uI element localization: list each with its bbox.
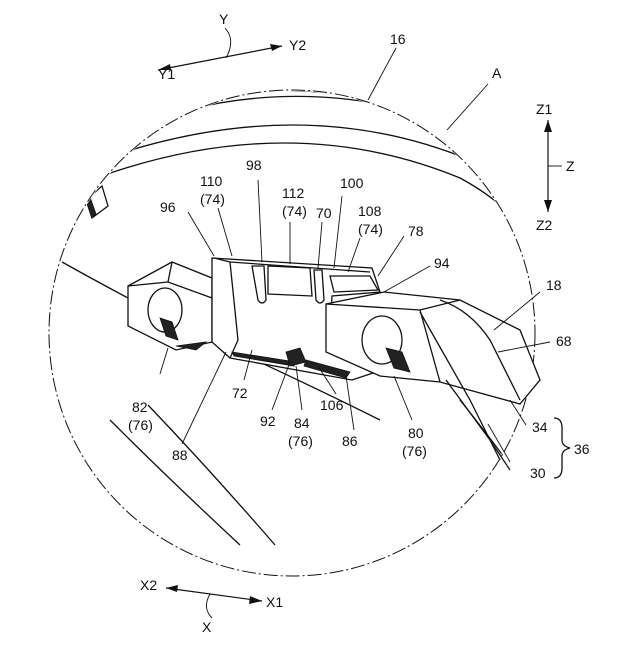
label-92: 92 bbox=[260, 413, 276, 429]
label-68: 68 bbox=[556, 333, 572, 349]
label-110: 110 bbox=[200, 173, 223, 189]
leader-a bbox=[447, 84, 488, 130]
y-axis-indicator: Y Y2 Y1 bbox=[158, 11, 306, 82]
label-86: 86 bbox=[342, 433, 358, 449]
label-72: 72 bbox=[232, 385, 248, 401]
label-94: 94 bbox=[434, 255, 450, 271]
label-96: 96 bbox=[160, 199, 176, 215]
bracket-36 bbox=[554, 418, 570, 478]
label-84: 84 bbox=[294, 415, 310, 431]
y-axis-label: Y bbox=[219, 11, 229, 27]
y1-label: Y1 bbox=[158, 66, 175, 82]
x1-label: X1 bbox=[266, 594, 283, 610]
leader-lines bbox=[160, 48, 550, 462]
label-18: 18 bbox=[546, 277, 562, 293]
reference-numerals: 16 18 68 34 36 30 98 110 (74) 112 (74) 7… bbox=[128, 31, 590, 481]
label-108-ref: (74) bbox=[358, 221, 383, 237]
label-108: 108 bbox=[358, 203, 382, 219]
label-16: 16 bbox=[390, 31, 406, 47]
label-84-ref: (76) bbox=[288, 433, 313, 449]
label-30: 30 bbox=[530, 465, 546, 481]
x-axis-indicator: X2 X1 X bbox=[140, 577, 283, 635]
x-axis-label: X bbox=[202, 619, 212, 635]
label-78: 78 bbox=[408, 223, 424, 239]
label-112-ref: (74) bbox=[282, 203, 307, 219]
z-axis-label: Z bbox=[566, 158, 575, 174]
label-106: 106 bbox=[320, 397, 344, 413]
x2-label: X2 bbox=[140, 577, 157, 593]
z1-label: Z1 bbox=[536, 101, 553, 117]
label-100: 100 bbox=[340, 175, 364, 191]
label-82-ref: (76) bbox=[128, 417, 153, 433]
label-82: 82 bbox=[132, 399, 148, 415]
label-88: 88 bbox=[172, 447, 188, 463]
label-34: 34 bbox=[532, 419, 548, 435]
label-98: 98 bbox=[246, 157, 262, 173]
y2-label: Y2 bbox=[289, 37, 306, 53]
z2-label: Z2 bbox=[536, 217, 553, 233]
label-80-ref: (76) bbox=[402, 443, 427, 459]
detail-label: A bbox=[492, 65, 502, 81]
clip-assembly bbox=[128, 258, 540, 470]
label-70: 70 bbox=[316, 205, 332, 221]
label-80: 80 bbox=[408, 425, 424, 441]
label-112: 112 bbox=[282, 185, 305, 201]
z-axis-indicator: Z1 Z Z2 bbox=[536, 101, 575, 233]
label-110-ref: (74) bbox=[200, 191, 225, 207]
label-36: 36 bbox=[574, 441, 590, 457]
